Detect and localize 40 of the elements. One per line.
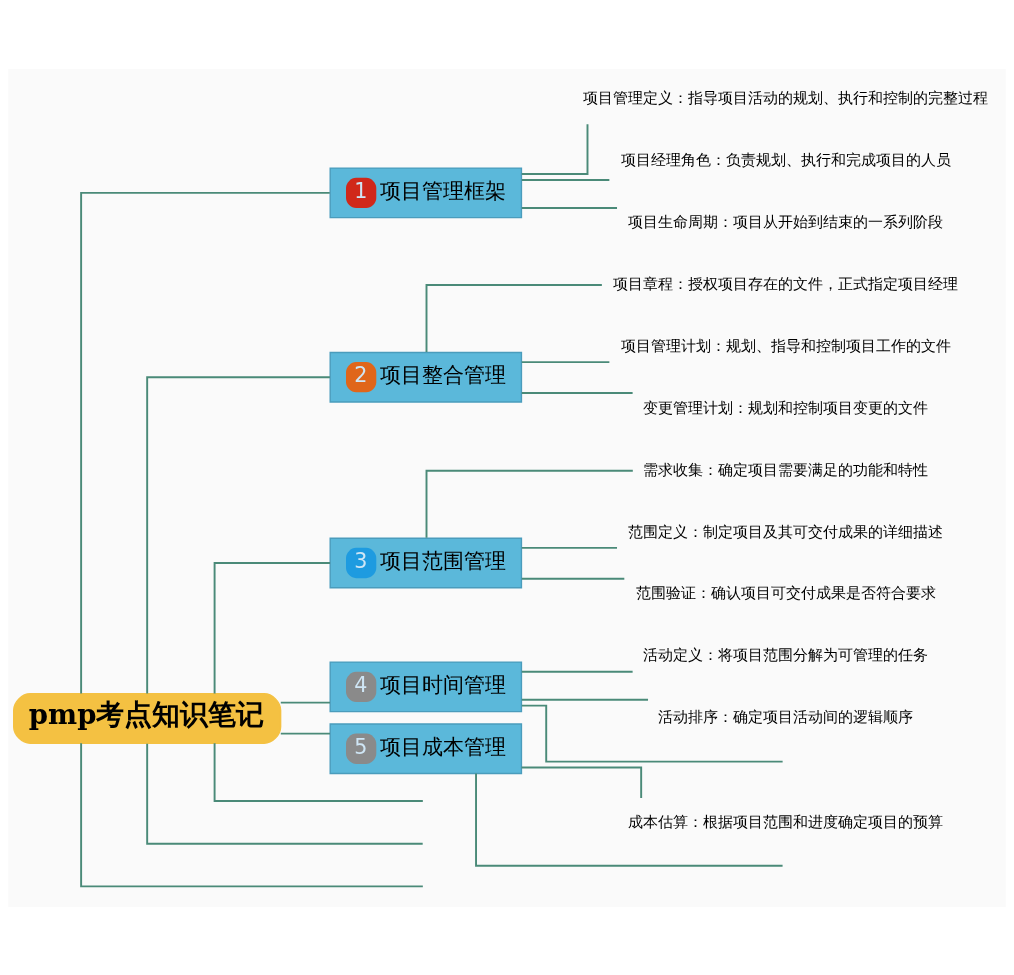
connector xyxy=(475,772,784,867)
node-text: 项目生命周期：项目从开始到结束的一系列阶段 xyxy=(628,212,944,231)
node-text: 需求收集：确定项目需要满足的功能和特性 xyxy=(643,460,929,479)
node-text: 活动排序：确定项目活动间的逻辑顺序 xyxy=(658,707,914,726)
node-text: 范围定义：制定项目及其可交付成果的详细描述 xyxy=(628,522,944,541)
connector xyxy=(146,375,331,694)
connector xyxy=(520,766,643,799)
connector xyxy=(213,561,332,694)
connector xyxy=(279,701,331,704)
node-text: 范围验证：确认项目可交付成果是否符合要求 xyxy=(635,583,936,602)
connector xyxy=(80,741,424,887)
connector xyxy=(520,391,634,394)
connector xyxy=(520,704,784,763)
node-text: 项目经理角色：负责规划、执行和完成项目的人员 xyxy=(620,150,951,169)
connector xyxy=(146,742,424,845)
connector xyxy=(279,732,331,735)
connector xyxy=(425,469,634,539)
connector xyxy=(213,741,424,802)
node-box: 4 项目时间管理 xyxy=(329,660,523,712)
connector xyxy=(520,577,626,580)
node-box: 2 项目整合管理 xyxy=(329,351,523,403)
node-text: 项目章程：授权项目存在的文件，正式指定项目经理 xyxy=(613,274,959,293)
connector xyxy=(520,546,618,549)
node-box: 1 项目管理框架 xyxy=(329,166,523,218)
node-box: 5 项目成本管理 xyxy=(329,722,523,774)
connector xyxy=(520,360,611,363)
node-text: 变更管理计划：规划和控制项目变更的文件 xyxy=(643,398,929,417)
connector xyxy=(80,191,331,694)
node-text: 活动定义：将项目范围分解为可管理的任务 xyxy=(643,645,929,664)
connector xyxy=(520,670,634,673)
connector xyxy=(520,698,649,701)
node-box: 3 项目范围管理 xyxy=(329,537,523,588)
connector xyxy=(520,206,618,209)
connector xyxy=(520,122,589,175)
connector xyxy=(520,178,611,181)
connector xyxy=(425,283,603,353)
node-box: pmp考点知识笔记 xyxy=(13,692,282,744)
node-text: 项目管理定义：指导项目活动的规划、执行和控制的完整过程 xyxy=(583,88,989,107)
node-text: 项目管理计划：规划、指导和控制项目工作的文件 xyxy=(620,336,951,355)
node-text: 成本估算：根据项目范围和进度确定项目的预算 xyxy=(628,812,944,831)
